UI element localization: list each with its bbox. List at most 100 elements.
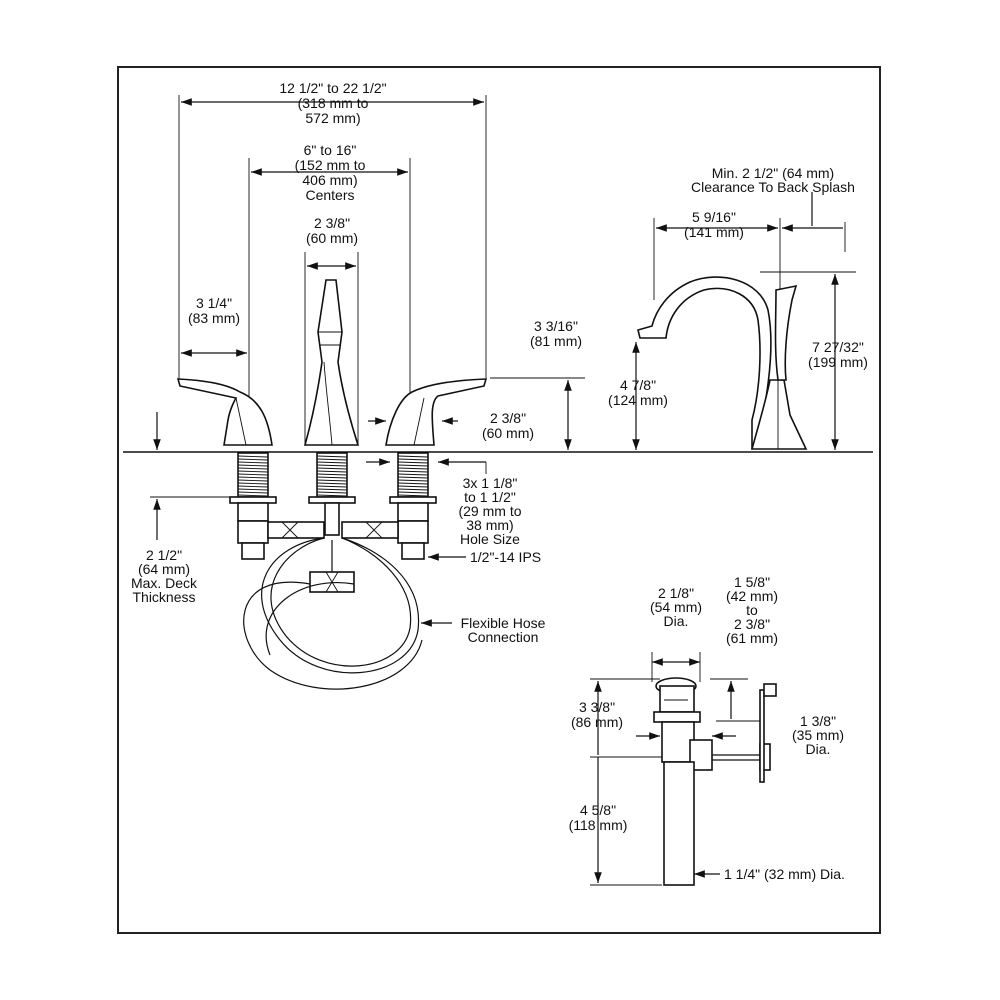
shank-thread [397,470,429,473]
shank-thread [316,488,348,491]
shank-thread [316,491,348,494]
svg-text:(54 mm): (54 mm) [650,599,702,615]
svg-text:(83 mm): (83 mm) [188,310,240,326]
svg-text:(118 mm): (118 mm) [569,817,628,833]
drain-body-label: 1 3/8" [800,713,836,729]
shank-thread [316,482,348,485]
shank-thread [237,464,269,467]
drain-range-label: 1 5/8" [734,574,770,590]
shank-thread [316,476,348,479]
svg-text:Dia.: Dia. [806,741,831,757]
drain-height-label: 3 3/8" [579,699,615,715]
shank-thread [397,461,429,464]
shank-thread [237,491,269,494]
svg-text:(60 mm): (60 mm) [306,230,358,246]
svg-text:(152 mm to: (152 mm to [295,157,366,173]
drain-flange-label: 2 1/8" [658,585,694,601]
shank-thread [397,482,429,485]
svg-text:572 mm): 572 mm) [305,110,360,126]
deck-thickness-label: 2 1/2" [146,547,182,563]
svg-text:(141 mm): (141 mm) [684,224,744,240]
svg-text:Centers: Centers [305,187,354,203]
svg-text:(81 mm): (81 mm) [530,333,582,349]
svg-text:to: to [746,602,758,618]
shank-thread [397,494,429,497]
shank-thread [316,485,348,488]
svg-text:Thickness: Thickness [132,589,195,605]
shank-thread [237,476,269,479]
shank-thread [397,476,429,479]
svg-text:(64 mm): (64 mm) [138,561,190,577]
front-view [150,95,585,690]
side-view [632,192,856,450]
shank-thread [237,458,269,461]
overall-width-label: 12 1/2" to 22 1/2" [279,80,386,96]
drain-tail-label: 4 5/8" [580,802,616,818]
svg-text:Clearance To Back Splash: Clearance To Back Splash [691,179,855,195]
shank-thread [316,470,348,473]
drawing-frame [117,66,881,934]
spout-outlet-label: 4 7/8" [620,377,656,393]
svg-text:(29 mm to: (29 mm to [458,503,521,519]
shank-thread [316,458,348,461]
svg-text:(124 mm): (124 mm) [608,392,668,408]
spout-side-profile [637,276,772,450]
svg-text:(86 mm): (86 mm) [571,714,623,730]
spout-reach-label: 5 9/16" [692,209,736,225]
shank-thread [237,482,269,485]
hose-label: Flexible Hose [461,615,546,631]
svg-text:Connection: Connection [468,629,539,645]
shank-thread [397,491,429,494]
ips-label: 1/2"-14 IPS [470,549,541,565]
shank-thread [237,485,269,488]
shank-thread [397,458,429,461]
svg-text:Dia.: Dia. [664,613,689,629]
shank-thread [397,488,429,491]
back-splash-label: Min. 2 1/2" (64 mm) [712,165,834,181]
shank-thread [237,488,269,491]
shank-thread [237,455,269,458]
svg-text:(318 mm to: (318 mm to [298,95,369,111]
shank-thread [316,464,348,467]
shank-thread [237,461,269,464]
svg-text:38 mm): 38 mm) [466,517,513,533]
handle-base-label: 2 3/8" [490,410,526,426]
shank-thread [316,494,348,497]
shank-thread [237,479,269,482]
shank-thread [237,467,269,470]
flexible-hose [243,537,423,690]
shank-thread [397,455,429,458]
svg-text:(61 mm): (61 mm) [726,630,778,646]
shank-thread [237,494,269,497]
shank-thread [316,455,348,458]
svg-text:(60 mm): (60 mm) [482,425,534,441]
centers-label: 6" to 16" [304,142,357,158]
svg-text:406 mm): 406 mm) [302,172,357,188]
shank-thread [397,467,429,470]
svg-text:Max. Deck: Max. Deck [131,575,198,591]
svg-text:2 3/8": 2 3/8" [734,616,770,632]
shank-thread [397,479,429,482]
shank-thread [237,470,269,473]
svg-text:Hole Size: Hole Size [460,531,520,547]
labels: 12 1/2" to 22 1/2" (318 mm to 572 mm) 6"… [131,80,868,882]
drain-assembly [590,652,777,886]
shank-thread [397,464,429,467]
right-handle [385,378,488,446]
handle-reach-label: 3 1/4" [196,295,232,311]
hose-connectors [267,521,399,593]
svg-text:(199 mm): (199 mm) [808,354,868,370]
shank-thread [316,467,348,470]
shank-thread [397,485,429,488]
shank-thread [237,473,269,476]
svg-text:to 1 1/2": to 1 1/2" [464,489,516,505]
svg-text:(35 mm): (35 mm) [792,727,844,743]
spout-base-label: 2 3/8" [314,215,350,231]
center-spout [303,279,360,446]
shank-thread [316,461,348,464]
hole-size-label: 3x 1 1/8" [463,475,518,491]
shank-thread [397,473,429,476]
shank-thread [316,473,348,476]
shank-thread [316,479,348,482]
